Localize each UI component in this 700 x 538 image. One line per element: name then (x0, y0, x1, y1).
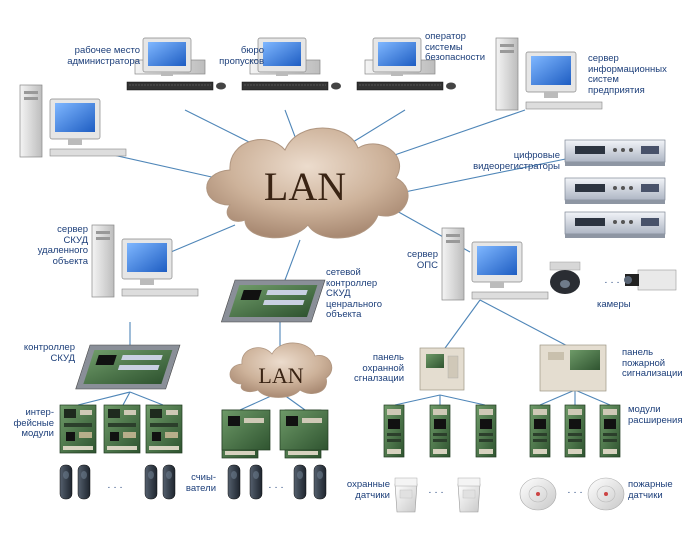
fire-module-2 (564, 404, 586, 458)
label-security-operator: оператор системы безопасности (425, 31, 486, 63)
security-sensor-2 (457, 477, 481, 513)
fire-security-server (441, 227, 549, 301)
fire-panel-box (539, 344, 607, 392)
readers-left-dots: · · · (107, 482, 123, 493)
reader-8 (313, 464, 327, 500)
lan-cloud-sub: LAN (229, 342, 333, 398)
label-security-sensors: охранные датчики (346, 479, 390, 501)
reader-2 (77, 464, 91, 500)
reader-6 (249, 464, 263, 500)
lan-cloud-main: LAN (206, 127, 409, 239)
box-camera (624, 269, 677, 291)
interface-module-1 (59, 404, 97, 454)
reader-1 (59, 464, 73, 500)
label-remote-acs-server: сервер СКУД удаленного объекта (37, 224, 88, 267)
dvr-unit-1 (564, 139, 666, 167)
label-dvr: цифровые видеорегистраторы (473, 150, 560, 172)
fire-sensor-1 (519, 477, 557, 511)
remote-acs-server (91, 224, 199, 298)
label-network-controller: сетевой контроллер СКУД ценрального объе… (326, 267, 382, 320)
security-sensors-dots: · · · (428, 487, 444, 498)
label-acs-controller: контроллер СКУД (23, 342, 75, 364)
fire-sensors-dots: · · · (567, 487, 583, 498)
label-fire-security-server: сервер ОПС (407, 249, 438, 271)
fire-module-3 (599, 404, 621, 458)
lan-sub-label: LAN (258, 363, 303, 388)
cameras-dots: · · · (604, 277, 620, 288)
label-readers: счиы- ватели (185, 472, 216, 494)
reader-5 (227, 464, 241, 500)
label-admin-workstation: рабочее место администратора (67, 45, 140, 67)
interface-module-3 (145, 404, 183, 454)
reader-7 (293, 464, 307, 500)
enterprise-server (495, 37, 603, 111)
security-module-1 (383, 404, 405, 458)
label-interface-modules: интер- фейсные модули (13, 407, 54, 439)
security-panel-box (419, 347, 465, 391)
interface-module-2 (103, 404, 141, 454)
readers-mid-dots: · · · (268, 482, 284, 493)
label-enterprise-server: сервер информационных систем предприятия (588, 53, 667, 96)
label-fire-sensors: пожарные датчики (628, 479, 673, 501)
acs-controller-board (75, 344, 181, 390)
network-controller-board (220, 279, 326, 323)
left-tower-pc (19, 84, 127, 158)
label-badge-office: бюро пропусков (219, 45, 264, 67)
label-security-panel: панель охранной сгналзации (354, 352, 404, 384)
dome-camera (549, 261, 581, 294)
security-module-3 (475, 404, 497, 458)
lan-main-label: LAN (264, 164, 346, 209)
fire-module-1 (529, 404, 551, 458)
admin-workstation (126, 37, 227, 91)
security-sensor-1 (394, 477, 418, 513)
label-expansion-modules: модули расширения (628, 404, 683, 426)
reader-3 (144, 464, 158, 500)
label-fire-panel: панель пожарной сигнализации (622, 347, 683, 379)
reader-4 (162, 464, 176, 500)
fire-sensor-2 (587, 477, 625, 511)
dvr-unit-3 (564, 211, 666, 239)
dvr-unit-2 (564, 177, 666, 205)
security-module-2 (429, 404, 451, 458)
label-cameras: камеры (597, 299, 631, 310)
